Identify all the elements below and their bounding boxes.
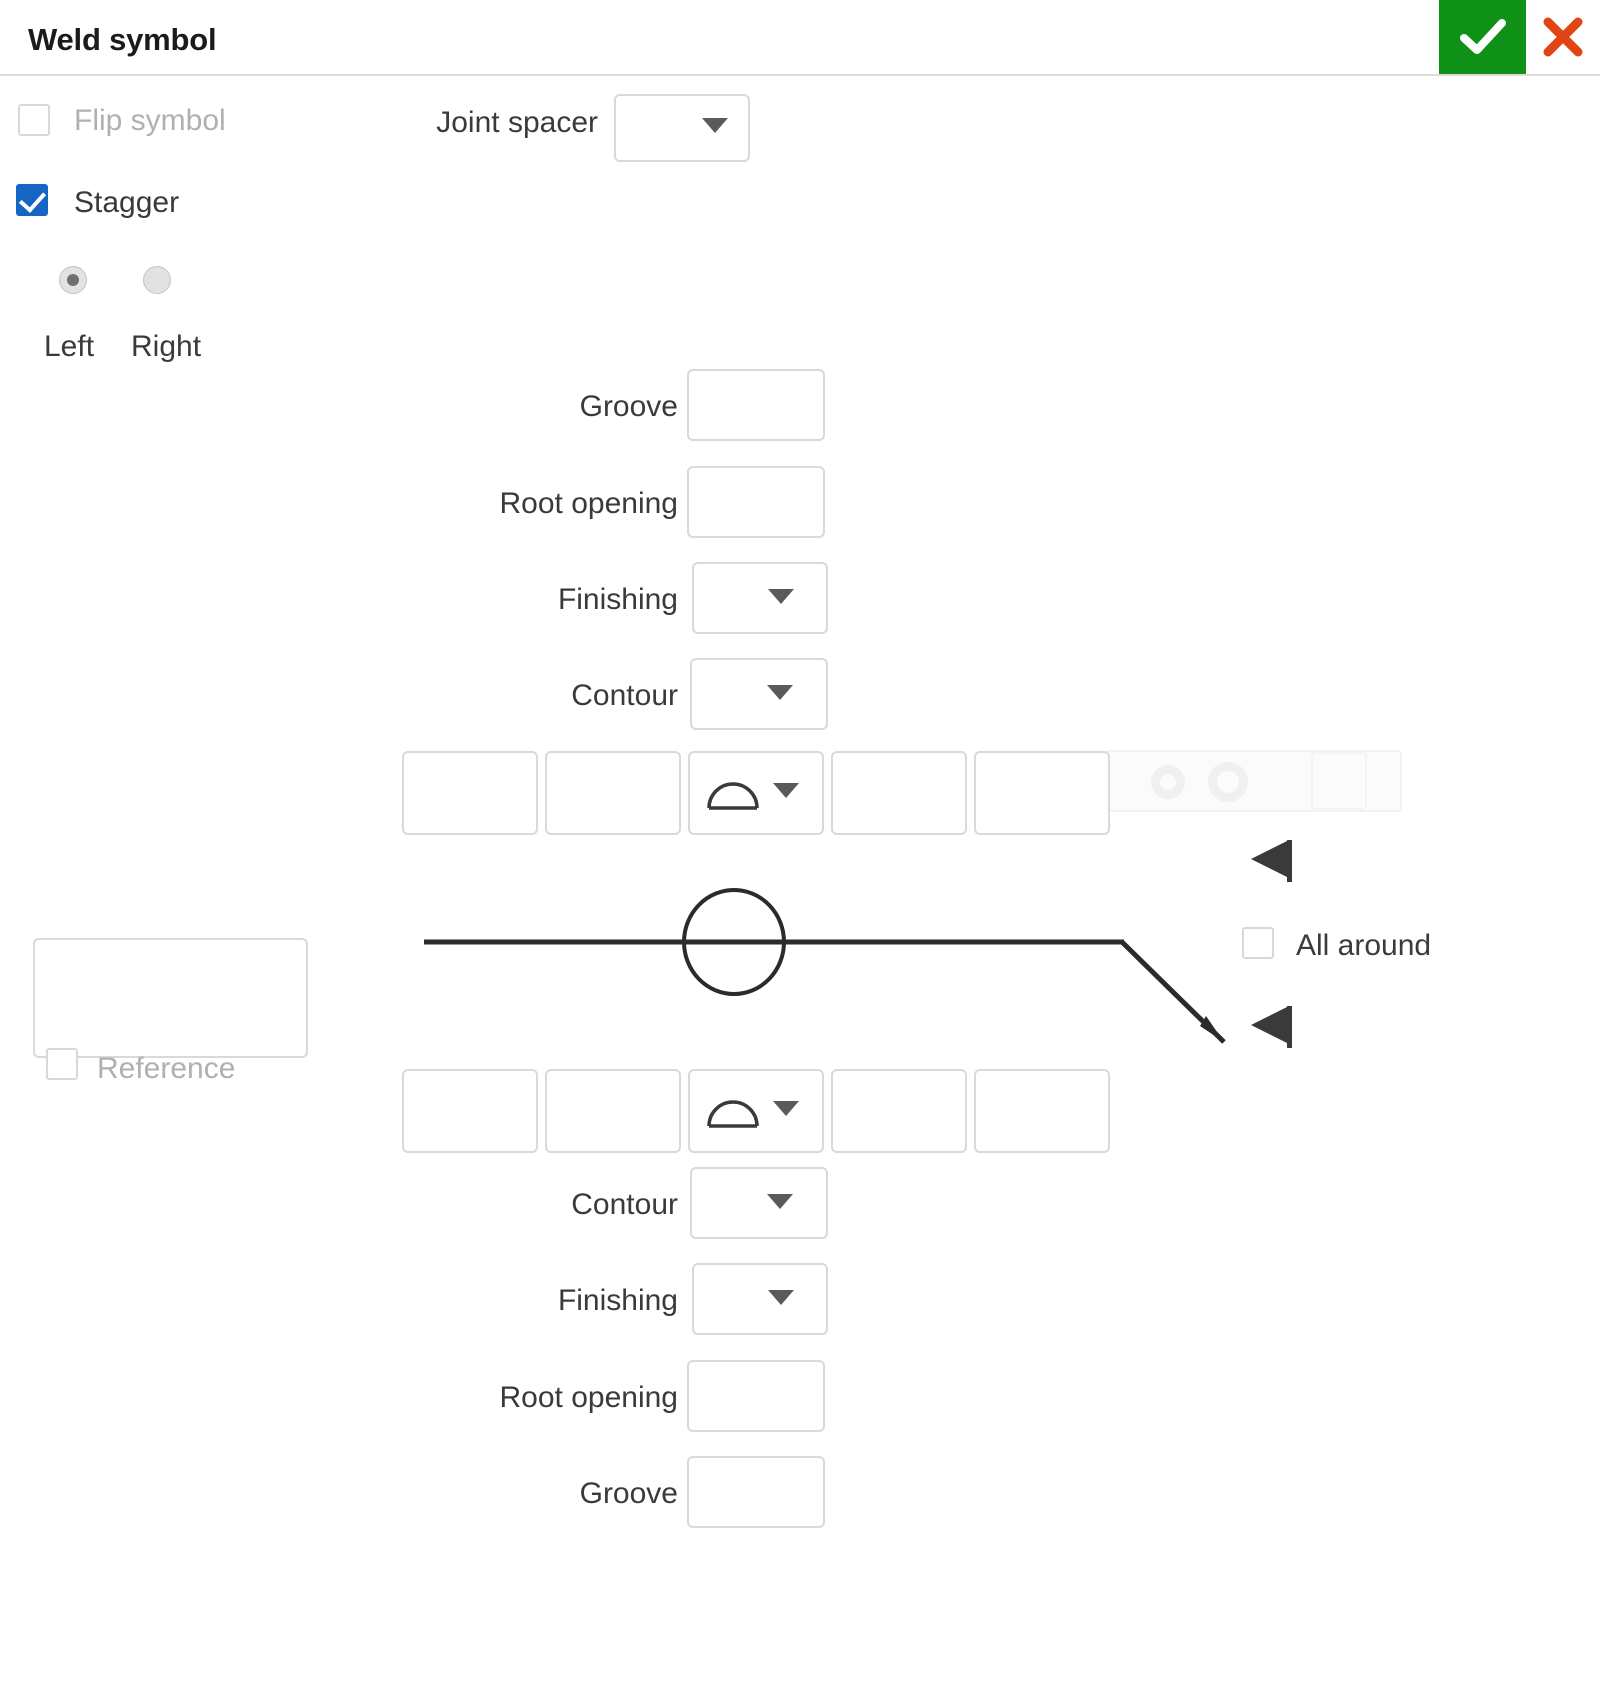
top-root-opening-input[interactable] bbox=[687, 466, 825, 538]
stagger-checkbox[interactable] bbox=[16, 184, 48, 216]
all-around-checkbox[interactable] bbox=[1242, 927, 1274, 959]
top-row-length-input[interactable] bbox=[974, 751, 1110, 835]
chevron-down-icon bbox=[773, 783, 799, 798]
check-icon bbox=[1459, 17, 1506, 57]
top-row-size-right-input[interactable] bbox=[545, 751, 681, 835]
top-row-weld-type-dropdown[interactable] bbox=[688, 751, 824, 835]
bottom-row-size-left-input[interactable] bbox=[402, 1069, 538, 1153]
chevron-down-icon bbox=[768, 1290, 794, 1305]
close-icon bbox=[1542, 16, 1584, 58]
bottom-groove-input[interactable] bbox=[687, 1456, 825, 1528]
joint-spacer-dropdown[interactable] bbox=[614, 94, 750, 162]
bottom-contour-dropdown[interactable] bbox=[690, 1167, 828, 1239]
flip-symbol-checkbox[interactable] bbox=[18, 104, 50, 136]
disabled-strip-cell bbox=[1311, 752, 1367, 810]
bottom-finishing-label: Finishing bbox=[557, 1284, 678, 1317]
bottom-row-pitch-input[interactable] bbox=[831, 1069, 967, 1153]
top-contour-dropdown[interactable] bbox=[690, 658, 828, 730]
accept-button[interactable] bbox=[1439, 0, 1526, 74]
stagger-right-radio[interactable] bbox=[143, 266, 171, 294]
bottom-groove-label: Groove bbox=[579, 1477, 678, 1510]
bottom-root-opening-input[interactable] bbox=[687, 1360, 825, 1432]
reference-textbox[interactable] bbox=[33, 938, 308, 1058]
top-contour-label: Contour bbox=[571, 679, 678, 712]
stagger-flag-top bbox=[1245, 836, 1297, 886]
stagger-left-radio[interactable] bbox=[59, 266, 87, 294]
top-row-size-left-input[interactable] bbox=[402, 751, 538, 835]
stagger-flag-bottom bbox=[1245, 1002, 1297, 1052]
top-finishing-dropdown[interactable] bbox=[692, 562, 828, 634]
field-weld-circle-icon bbox=[1208, 762, 1248, 802]
bottom-finishing-dropdown[interactable] bbox=[692, 1263, 828, 1335]
chevron-down-icon bbox=[768, 589, 794, 604]
stagger-label: Stagger bbox=[74, 186, 180, 219]
convex-fillet-arc-icon bbox=[706, 775, 760, 813]
bottom-row-weld-type-dropdown[interactable] bbox=[688, 1069, 824, 1153]
dialog-titlebar: Weld symbol bbox=[0, 0, 1600, 76]
dialog-title: Weld symbol bbox=[28, 22, 217, 57]
flip-symbol-label: Flip symbol bbox=[74, 104, 226, 137]
convex-fillet-arc-icon bbox=[706, 1093, 760, 1131]
bottom-row-length-input[interactable] bbox=[974, 1069, 1110, 1153]
chevron-down-icon bbox=[702, 118, 728, 133]
stagger-left-label: Left bbox=[44, 330, 95, 363]
weld-symbol-preview bbox=[400, 830, 1300, 1080]
bottom-contour-label: Contour bbox=[571, 1188, 678, 1221]
bottom-root-opening-label: Root opening bbox=[499, 1381, 678, 1414]
cancel-button[interactable] bbox=[1526, 0, 1600, 74]
joint-spacer-label: Joint spacer bbox=[436, 106, 598, 139]
reference-label: Reference bbox=[97, 1052, 236, 1085]
stagger-right-label: Right bbox=[131, 330, 202, 363]
field-weld-circle-icon-left bbox=[1151, 765, 1185, 799]
top-row-pitch-input[interactable] bbox=[831, 751, 967, 835]
chevron-down-icon bbox=[773, 1101, 799, 1116]
top-finishing-label: Finishing bbox=[557, 583, 678, 616]
bottom-row-size-right-input[interactable] bbox=[545, 1069, 681, 1153]
reference-checkbox[interactable] bbox=[46, 1048, 78, 1080]
top-groove-label: Groove bbox=[579, 390, 678, 423]
top-groove-input[interactable] bbox=[687, 369, 825, 441]
chevron-down-icon bbox=[767, 685, 793, 700]
all-around-label: All around bbox=[1296, 929, 1432, 962]
chevron-down-icon bbox=[767, 1194, 793, 1209]
top-root-opening-label: Root opening bbox=[499, 487, 678, 520]
